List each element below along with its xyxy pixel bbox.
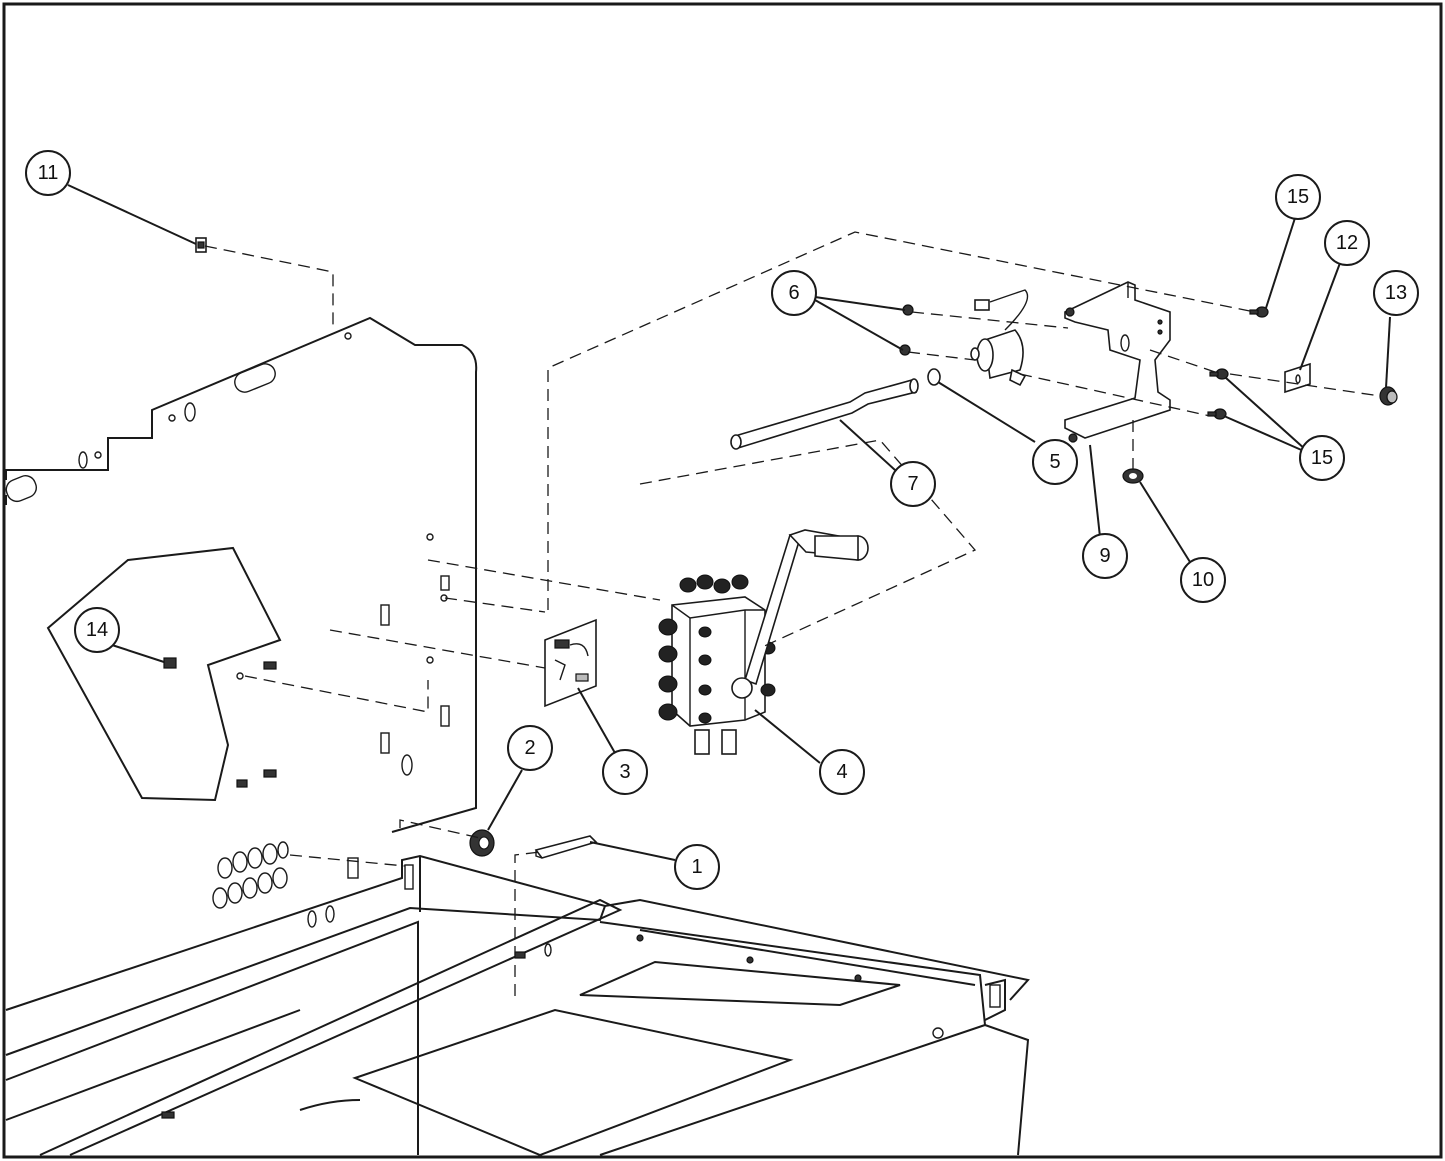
part-15-screws bbox=[1207, 306, 1269, 420]
callout-13: 13 bbox=[1373, 270, 1419, 316]
assembly-lines bbox=[204, 231, 1381, 996]
callout-4: 4 bbox=[819, 749, 865, 795]
callout-7: 7 bbox=[890, 461, 936, 507]
grommet-cluster bbox=[212, 841, 289, 909]
callout-5: 5 bbox=[1032, 439, 1078, 485]
part-12-plate bbox=[1284, 362, 1311, 394]
part-4-valve-assembly bbox=[658, 529, 869, 755]
part-13-knob bbox=[1379, 386, 1398, 406]
callout-12-label: 12 bbox=[1336, 232, 1358, 254]
callout-6: 6 bbox=[771, 270, 817, 316]
callout-15-bottom: 15 bbox=[1299, 435, 1345, 481]
part-9-bracket bbox=[1064, 281, 1171, 443]
callout-3-label: 3 bbox=[619, 761, 630, 783]
cutaway-panel bbox=[46, 546, 282, 802]
part-10-grommet bbox=[1122, 468, 1144, 484]
callout-15-bottom-label: 15 bbox=[1311, 447, 1333, 469]
callout-1: 1 bbox=[674, 844, 720, 890]
part-6-nuts bbox=[899, 304, 914, 356]
callout-11-label: 11 bbox=[38, 162, 59, 184]
callout-10-label: 10 bbox=[1192, 569, 1214, 591]
callout-10: 10 bbox=[1180, 557, 1226, 603]
callout-14: 14 bbox=[74, 607, 120, 653]
callout-11: 11 bbox=[25, 150, 71, 196]
part-1-bar bbox=[534, 835, 598, 859]
callout-12: 12 bbox=[1324, 220, 1370, 266]
callout-3: 3 bbox=[602, 749, 648, 795]
part-3-label bbox=[544, 618, 597, 708]
part-7-rod bbox=[730, 378, 919, 450]
callout-1-label: 1 bbox=[691, 856, 702, 878]
callout-7-label: 7 bbox=[907, 473, 918, 495]
part-11-clip bbox=[195, 237, 207, 253]
motor-actuator bbox=[970, 289, 1029, 387]
callout-4-label: 4 bbox=[836, 761, 847, 783]
callout-2: 2 bbox=[507, 725, 553, 771]
side-panel bbox=[5, 316, 478, 833]
callout-15-top-label: 15 bbox=[1287, 186, 1309, 208]
callout-9-label: 9 bbox=[1099, 545, 1110, 567]
callout-6-label: 6 bbox=[788, 282, 799, 304]
callout-9: 9 bbox=[1082, 533, 1128, 579]
part-5-oring bbox=[927, 368, 941, 386]
callout-2-label: 2 bbox=[524, 737, 535, 759]
callout-5-label: 5 bbox=[1049, 451, 1060, 473]
callout-14-label: 14 bbox=[86, 619, 108, 641]
callout-15-top: 15 bbox=[1275, 174, 1321, 220]
leader-lines bbox=[67, 184, 1391, 861]
part-2-grommet bbox=[469, 829, 495, 857]
callout-13-label: 13 bbox=[1385, 282, 1407, 304]
base-frame bbox=[5, 841, 1030, 1157]
